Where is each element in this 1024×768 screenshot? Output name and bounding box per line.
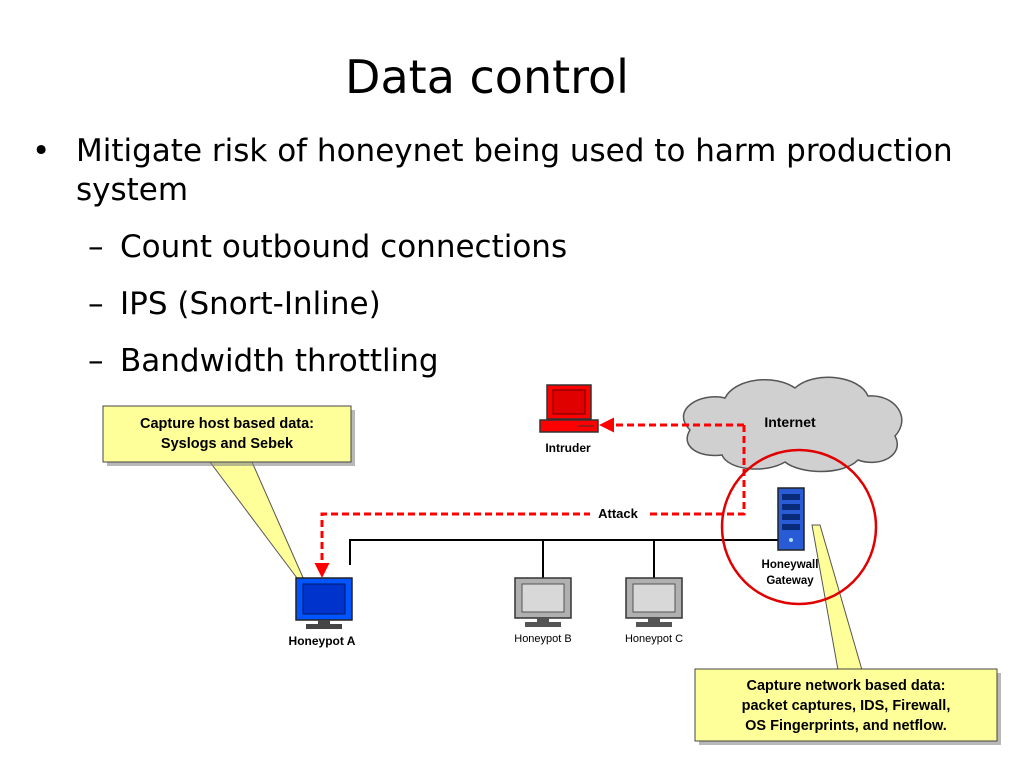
subbullet-dash: – (88, 343, 104, 379)
intruder-label: Intruder (545, 441, 591, 455)
honeypot-b-computer-icon (514, 577, 572, 627)
callout-network-pointer (811, 524, 863, 671)
subbullet-dash: – (88, 229, 104, 265)
gateway-label-line1: Honeywall (762, 559, 819, 571)
highlight-circle (720, 448, 878, 606)
attack-path (314, 425, 746, 578)
honeypot-c-computer-icon (625, 577, 683, 627)
internet-label: Internet (764, 414, 816, 430)
honeypot-a-computer-icon (295, 577, 353, 629)
bullet-text: Mitigate risk of honeynet being used to … (76, 133, 953, 208)
callout-network-line1: Capture network based data: (746, 678, 945, 694)
subbullet-text: Bandwidth throttling (120, 343, 439, 379)
gateway-server-icon (777, 487, 805, 551)
callout-host-line1: Capture host based data: (140, 416, 314, 432)
subbullet-dash: – (88, 286, 104, 322)
bullet-list: • Mitigate risk of honeynet being used t… (30, 132, 990, 381)
callout-host-box (102, 405, 355, 466)
subbullet-item: – Bandwidth throttling (30, 342, 990, 381)
attack-label: Attack (598, 506, 639, 521)
gateway-label-line2: Gateway (766, 575, 814, 587)
internet-cloud (682, 376, 903, 473)
intruder-computer-icon (539, 384, 599, 433)
slide-title: Data control (345, 50, 629, 104)
callout-network-line2: packet captures, IDS, Firewall, (742, 698, 951, 714)
bullet-dot: • (32, 133, 51, 169)
subbullet-item: – IPS (Snort-Inline) (30, 285, 990, 324)
callout-network-line3: OS Fingerprints, and netflow. (745, 718, 947, 734)
attack-label-bg (590, 506, 646, 522)
honeypot-b-label: Honeypot B (514, 633, 571, 645)
callout-host-line2: Syslogs and Sebek (161, 436, 294, 452)
subbullet-item: – Count outbound connections (30, 228, 990, 267)
subbullet-text: IPS (Snort-Inline) (120, 286, 381, 322)
subbullet-text: Count outbound connections (120, 229, 568, 265)
bullet-item: • Mitigate risk of honeynet being used t… (30, 132, 990, 210)
callout-network-box (694, 668, 1001, 745)
honeypot-c-label: Honeypot C (625, 633, 683, 645)
network-bus (349, 539, 790, 578)
honeypot-a-label: Honeypot A (289, 634, 356, 648)
